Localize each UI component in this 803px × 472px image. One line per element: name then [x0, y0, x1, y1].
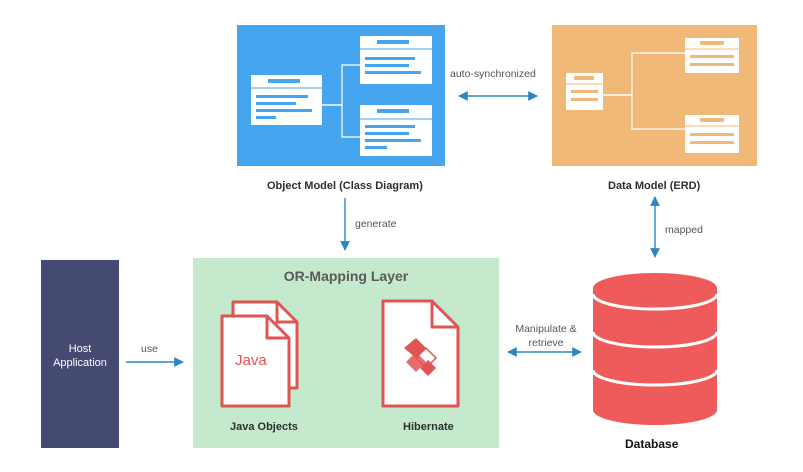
manipulate-label-line2: retrieve	[528, 337, 564, 349]
entity-box-left	[566, 73, 603, 110]
host-label-line1: Host	[68, 343, 92, 355]
hibernate-logo-icon	[404, 338, 438, 376]
or-mapping-layer: OR-Mapping Layer Java Java Objects Hiber…	[193, 258, 499, 448]
entity-box-top	[685, 38, 739, 73]
class-box-top	[360, 36, 432, 84]
data-model-panel	[552, 25, 757, 166]
manipulate-retrieve-label: Manipulate & retrieve	[512, 322, 580, 350]
or-mapping-title: OR-Mapping Layer	[283, 268, 409, 284]
object-model-caption: Object Model (Class Diagram)	[267, 180, 423, 192]
database-top	[593, 273, 717, 303]
use-label: use	[141, 343, 158, 355]
java-objects-caption: Java Objects	[230, 421, 298, 433]
manipulate-label-line1: Manipulate &	[515, 323, 577, 335]
hibernate-caption: Hibernate	[403, 421, 454, 433]
entity-box-bottom	[685, 115, 739, 153]
generate-label: generate	[355, 218, 397, 230]
database-icon	[591, 273, 719, 425]
host-label-line2: Application	[53, 357, 107, 369]
auto-synchronized-label: auto-synchronized	[450, 68, 536, 80]
host-application-label: Host Application	[41, 342, 119, 370]
host-application-block: Host Application	[41, 260, 119, 448]
class-box-bottom	[360, 105, 432, 156]
data-model-caption: Data Model (ERD)	[608, 180, 701, 192]
erd-connector-bottom	[603, 94, 685, 130]
erd-illustration	[552, 25, 757, 166]
hibernate-icon	[381, 299, 460, 408]
mapped-label: mapped	[665, 224, 703, 236]
database-caption: Database	[625, 437, 679, 451]
java-text: Java	[235, 352, 267, 369]
database-body	[593, 288, 717, 425]
class-box-left	[251, 75, 322, 125]
class-diagram-illustration	[237, 25, 445, 166]
java-objects-icon	[220, 300, 299, 408]
object-model-panel	[237, 25, 445, 166]
class-connector-bottom	[322, 104, 360, 138]
